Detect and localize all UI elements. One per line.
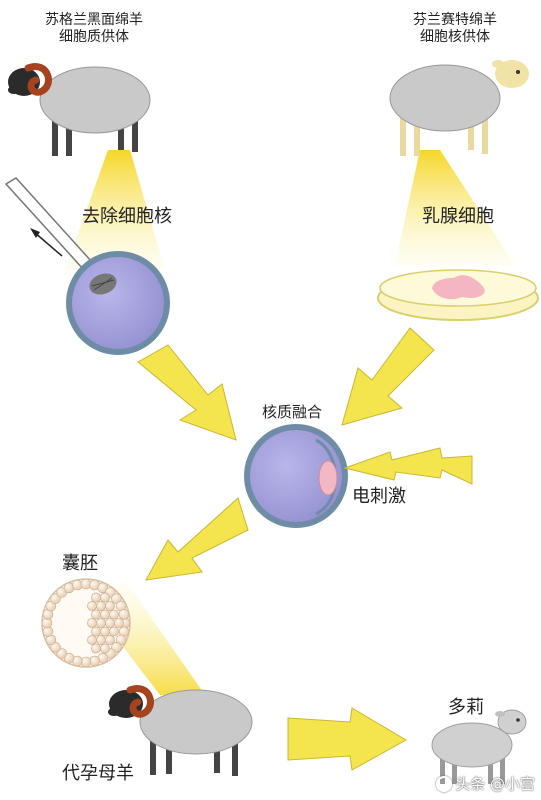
inner-cell-mass-cell [100, 643, 110, 654]
petri-dish [377, 269, 539, 321]
inner-cell-mass-cell [109, 626, 119, 637]
inner-cell-mass-cell [87, 635, 97, 645]
black-faced-sheep [8, 63, 151, 156]
inner-cell-mass-cell [100, 626, 110, 637]
inner-cell-mass-cell [100, 592, 110, 603]
watermark-logo-icon [436, 775, 453, 792]
label-surrogate: 代孕母羊 [62, 763, 134, 784]
inner-cell-mass-cell [91, 626, 101, 637]
white-faced-sheep [389, 60, 529, 156]
inner-cell-mass-cell [87, 601, 97, 611]
inner-cell-mass-cell [96, 635, 106, 645]
inner-cell-mass-cell [100, 609, 110, 620]
egg-cell [66, 251, 170, 355]
label-electric: 电刺激 [352, 486, 406, 507]
arrow-to-blastocyst [145, 497, 249, 581]
inner-cell-mass-cell [114, 618, 124, 628]
label-black-sheep-line1: 苏格兰黑面绵羊 [45, 12, 143, 28]
beam-white-sheep [395, 150, 515, 265]
surrogate-sheep [108, 685, 253, 776]
dolly-lamb [431, 709, 527, 784]
watermark: 头条 @小宫 [436, 773, 535, 794]
label-white-sheep-line2: 细胞核供体 [420, 29, 490, 45]
blastocyst-cell [118, 609, 130, 620]
watermark-text: 头条 @小宫 [455, 775, 535, 793]
arrow-dish-to-fusion [341, 327, 435, 426]
arrow-egg-to-fusion [137, 344, 237, 441]
pipette [4, 177, 94, 272]
inner-cell-mass-cell [91, 592, 101, 603]
label-fusion: 核质融合 [262, 403, 323, 421]
blastocyst [41, 578, 131, 668]
label-dolly: 多莉 [448, 697, 484, 718]
label-mammary-cell: 乳腺细胞 [422, 206, 494, 227]
inner-cell-mass-cell [105, 618, 115, 628]
inner-cell-mass-cell [105, 635, 115, 645]
inner-cell-mass-cell [91, 609, 101, 620]
label-white-sheep: 芬兰赛特绵羊 细胞核供体 [380, 12, 530, 46]
inner-cell-mass-cell [87, 618, 97, 628]
label-white-sheep-line1: 芬兰赛特绵羊 [413, 12, 497, 28]
inner-cell-mass-cell [96, 601, 106, 611]
lightning-bolt [343, 447, 473, 485]
fused-cell [244, 424, 348, 528]
beam-black-sheep [65, 150, 165, 270]
label-black-sheep: 苏格兰黑面绵羊 细胞质供体 [24, 12, 164, 46]
inner-cell-mass-cell [105, 601, 115, 611]
inner-cell-mass-cell [109, 609, 119, 620]
label-blastocyst: 囊胚 [62, 553, 98, 574]
arrow-to-dolly [287, 707, 408, 771]
inner-cell-mass-cell [91, 643, 101, 654]
label-remove-nucleus: 去除细胞核 [82, 206, 172, 227]
label-black-sheep-line2: 细胞质供体 [59, 29, 129, 45]
inner-cell-mass-cell [96, 618, 106, 628]
